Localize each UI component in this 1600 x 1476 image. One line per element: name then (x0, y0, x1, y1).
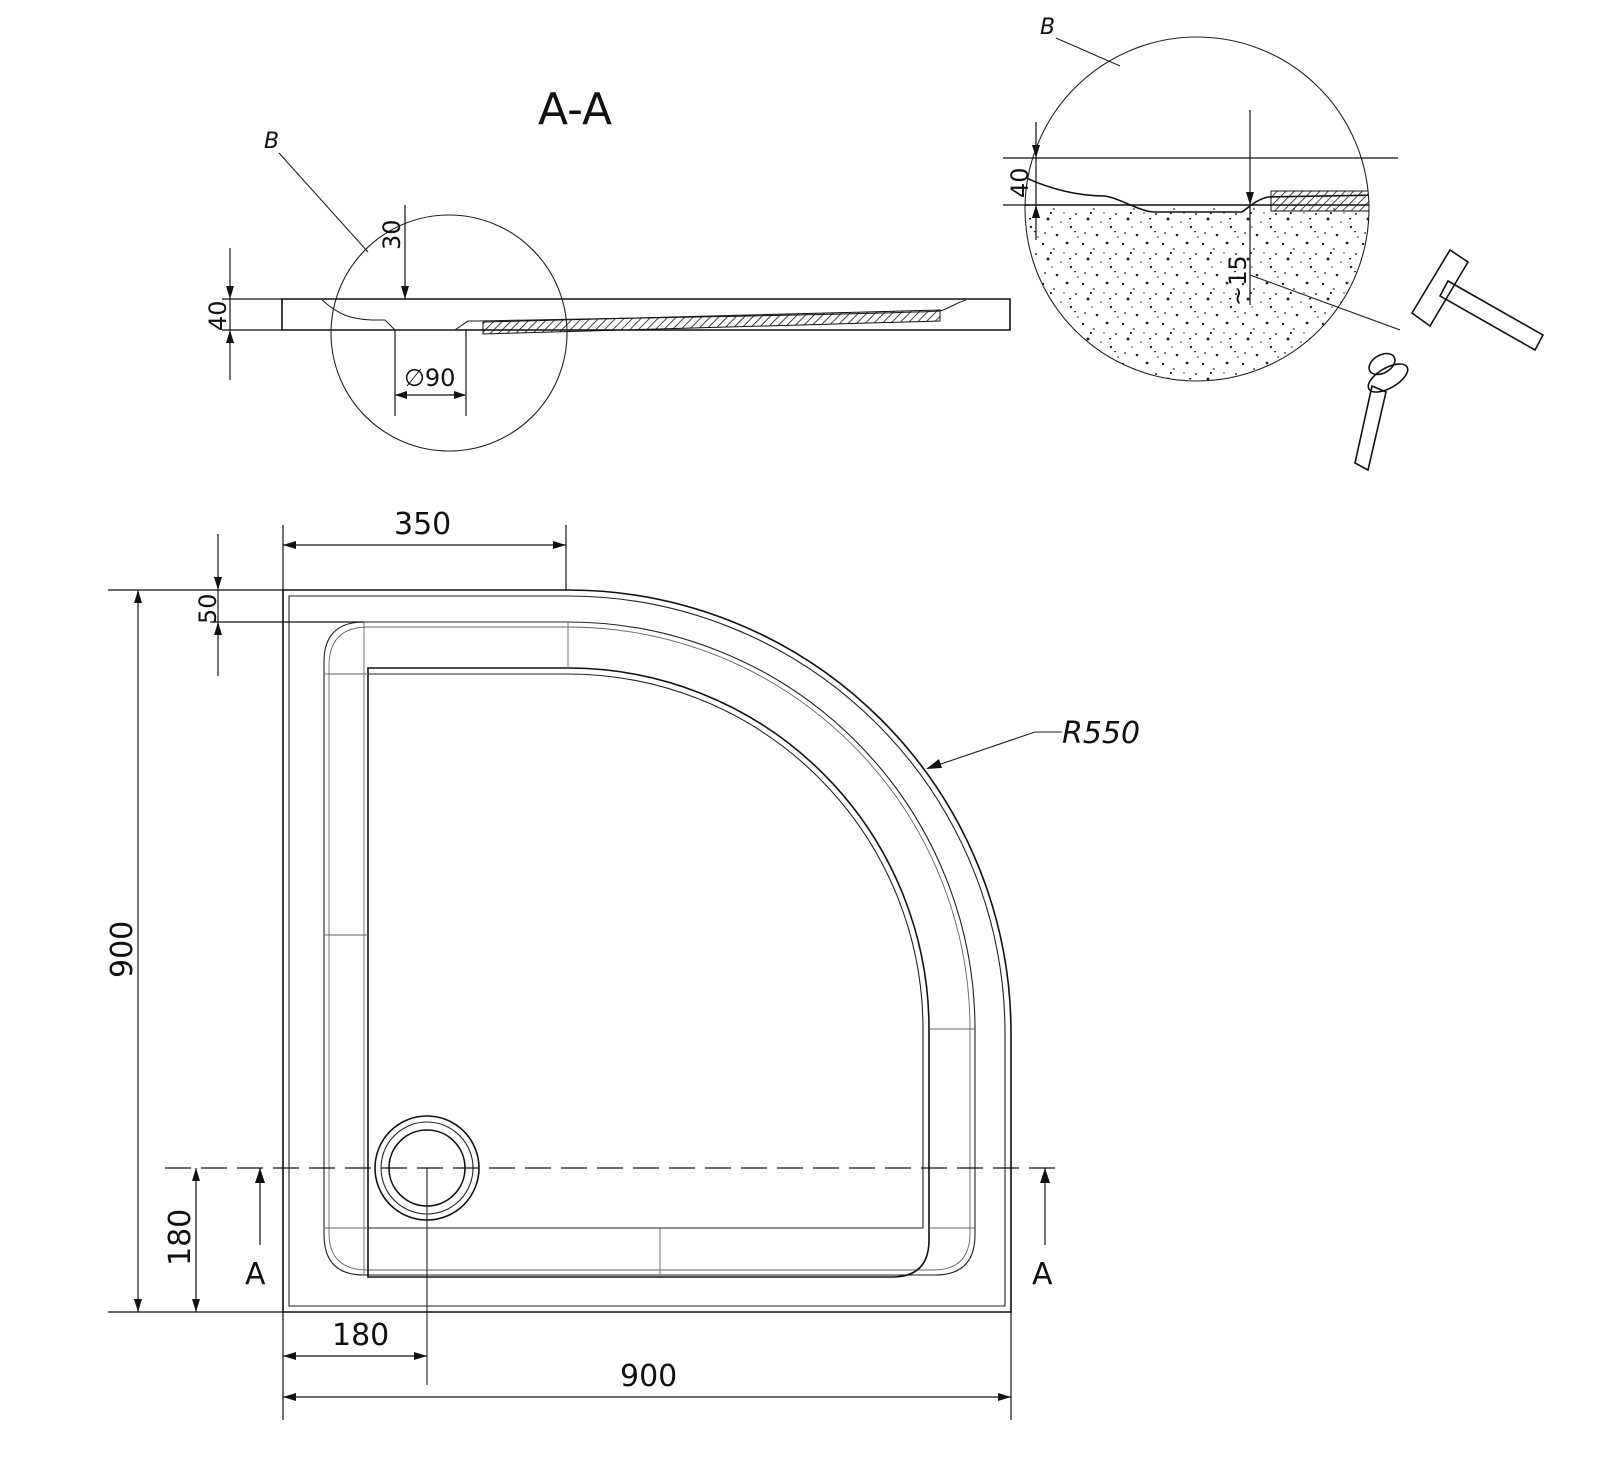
plan-view: A A 350 50 R550 900 180 (105, 507, 1140, 1420)
detail-dim-40: 40 (1006, 167, 1034, 198)
section-mark-right: A (1032, 1257, 1053, 1292)
rim-inner-edge (323, 621, 976, 1276)
dim-arrow (1246, 192, 1254, 205)
plan-dim-900-h: 900 (620, 1359, 677, 1394)
plan-dim-50: 50 (194, 593, 222, 624)
section-dim-drain: ∅90 (404, 364, 455, 392)
dim-arrow (134, 1299, 142, 1312)
dim-arrow (226, 286, 234, 299)
dim-arrow (192, 1299, 200, 1312)
floor-inner (368, 673, 924, 1229)
tray-outer-outline-2 (288, 595, 1006, 1307)
hammer-icon (1410, 248, 1545, 352)
dim-arrow (454, 391, 466, 399)
detail-dim-15: ~15 (1224, 255, 1252, 306)
dim-arrow (283, 1352, 296, 1360)
detail-leader (278, 152, 369, 253)
plan-dim-350: 350 (394, 507, 451, 542)
dim-arrow (214, 622, 222, 635)
section-hatch (482, 309, 941, 335)
detail-hatch (1270, 190, 1369, 212)
section-view: A-A B 40 30 ∅90 (204, 84, 1011, 452)
section-dim-40: 40 (204, 300, 232, 331)
dim-arrow (395, 391, 407, 399)
detail-b-label: B (1040, 15, 1055, 40)
radius-arrow (926, 759, 942, 769)
section-outline (281, 298, 1011, 331)
detail-label-b: B (264, 129, 279, 154)
plan-dim-180-h: 180 (332, 1318, 389, 1353)
radius-leader (937, 731, 1036, 766)
dim-arrow (283, 541, 296, 549)
dim-arrow (283, 1393, 296, 1401)
dim-arrow (998, 1393, 1011, 1401)
detail-circle-b (330, 214, 568, 452)
detail-b-view: B 40 ~15 (1003, 15, 1545, 472)
detail-b-leader (1055, 37, 1121, 67)
section-dim-30: 30 (378, 219, 406, 250)
section-arrow-right (1040, 1168, 1050, 1183)
dim-arrow (134, 590, 142, 603)
dim-arrow (553, 541, 566, 549)
dim-arrow (1032, 145, 1040, 158)
dim-arrow (414, 1352, 427, 1360)
section-title: A-A (538, 84, 612, 135)
dim-arrow (226, 330, 234, 343)
detail-circle (1024, 36, 1370, 382)
section-arrow-left (255, 1168, 265, 1183)
rim-inner-edge-2 (328, 626, 971, 1271)
dim-arrow (192, 1168, 200, 1181)
anchor-leader (1249, 274, 1401, 331)
dim-arrow (401, 286, 409, 299)
dim-arrow (1032, 205, 1040, 218)
dim-arrow (214, 577, 222, 590)
section-mark-left: A (245, 1257, 266, 1292)
radius-label: R550 (1062, 716, 1140, 751)
anchor-icon (1354, 352, 1409, 472)
concrete-base (1025, 206, 1369, 381)
shower-floor (367, 667, 930, 1278)
plan-dim-180-v: 180 (163, 1209, 198, 1266)
plan-dim-900-v: 900 (105, 921, 140, 978)
tray-outer-outline (282, 589, 1012, 1313)
